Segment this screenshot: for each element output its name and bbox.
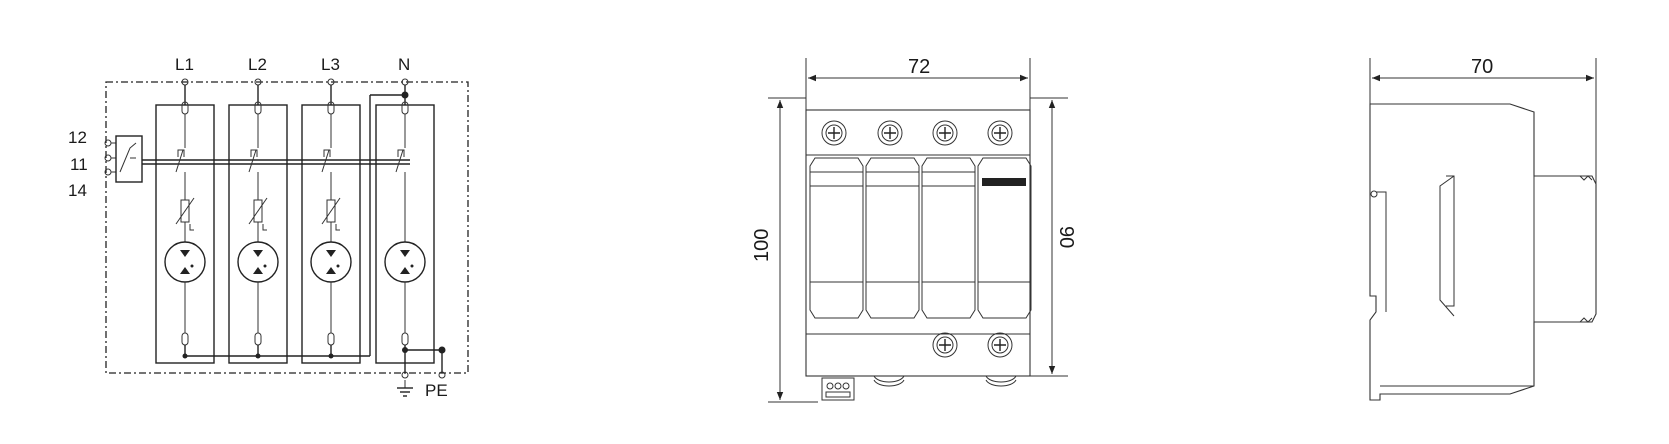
plug-in-modules [809,157,1032,319]
front-view: 72 100 90 [751,56,1077,403]
pe-label: PE [425,381,448,400]
depth-dimension: 70 [1471,56,1493,78]
module-l1 [155,78,215,364]
device-side-body [1369,103,1597,401]
din-rail-clips [873,375,1017,387]
contact-label-11: 11 [70,155,88,174]
module-l2 [228,78,288,364]
wiring-schematic: L1 L2 L3 N 12 11 14 [68,55,469,400]
contact-label-14: 14 [68,181,87,200]
terminal-screw-row-top [821,120,1013,146]
terminal-label-l3: L3 [321,55,340,74]
height-dimension-inner: 90 [1055,226,1077,248]
height-dimension-outer: 100 [751,229,773,262]
enclosure-boundary [105,81,469,374]
module-n [375,78,435,372]
width-dimension: 72 [908,56,930,78]
terminal-screw-row-bottom [932,332,1013,358]
common-bus [185,91,446,372]
signal-connector [821,377,855,401]
terminal-label-n: N [398,55,410,74]
contact-label-12: 12 [68,128,87,147]
terminal-label-l1: L1 [175,55,194,74]
earth-terminal: PE [397,371,448,400]
terminal-label-l2: L2 [248,55,267,74]
device-front-body [805,109,1031,377]
remote-contact-block [104,135,410,183]
side-view: 70 [1369,56,1597,401]
module-l3 [301,78,361,364]
